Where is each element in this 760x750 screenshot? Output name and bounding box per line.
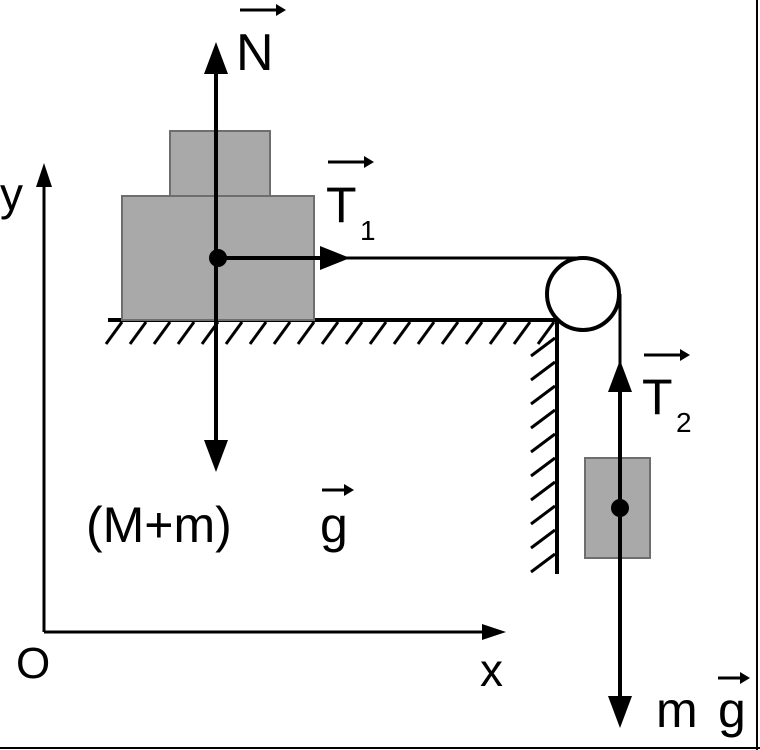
label-weight-big: (M+m) g xyxy=(86,484,354,553)
label-axis-x: x xyxy=(480,644,503,696)
wall-hatching xyxy=(530,336,556,574)
table-surface xyxy=(104,318,560,345)
label-axis-y: y xyxy=(0,168,23,220)
x-axis-arrowhead xyxy=(482,624,506,640)
pulley-icon xyxy=(545,256,621,332)
label-weight-big-g: g xyxy=(320,497,348,553)
label-normal-force-text: N xyxy=(236,24,274,82)
label-weight-small-g: g xyxy=(718,682,746,738)
force-normal-arrow xyxy=(204,42,228,258)
label-tension-2-text: T xyxy=(642,369,673,425)
force-weight-small-arrow xyxy=(608,508,632,728)
table-side-wall xyxy=(530,320,559,574)
table-hatching xyxy=(104,321,556,345)
label-weight-small: m g xyxy=(656,672,750,738)
coordinate-axes xyxy=(36,163,506,640)
y-axis-arrowhead xyxy=(36,163,52,187)
force-weight-big-arrow xyxy=(204,258,228,472)
label-tension-1-subscript: 1 xyxy=(360,215,376,246)
label-origin: O xyxy=(16,639,50,688)
force-tension-1-arrow xyxy=(218,246,350,270)
label-weight-small-m: m xyxy=(656,682,698,738)
block-small-on-top xyxy=(169,130,271,197)
label-tension-1-text: T xyxy=(326,177,357,233)
label-tension-1: T 1 xyxy=(326,156,376,246)
center-of-mass-small-dot xyxy=(611,499,629,517)
label-tension-2: T 2 xyxy=(642,349,692,438)
label-normal-force: N xyxy=(236,4,286,82)
label-tension-2-subscript: 2 xyxy=(676,407,692,438)
label-weight-big-text: (M+m) xyxy=(86,497,232,553)
force-tension-2-arrow xyxy=(608,360,632,508)
center-of-mass-big-dot xyxy=(209,249,227,267)
